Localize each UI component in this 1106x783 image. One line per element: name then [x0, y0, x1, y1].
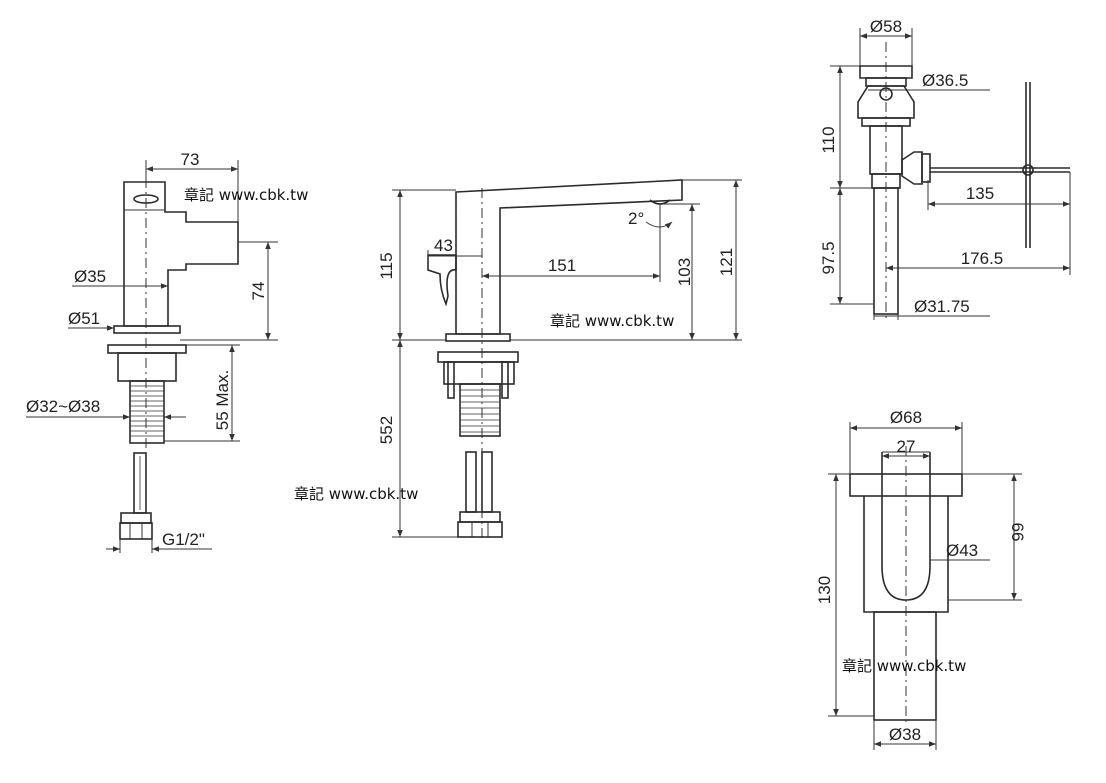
watermark: 章記 www.cbk.tw [842, 657, 966, 675]
dim-bowl-dia: Ø43 [946, 541, 978, 560]
dim-inner-width: 27 [897, 437, 916, 456]
dim-hose-length: 552 [377, 416, 396, 444]
watermark: 章記 www.cbk.tw [550, 312, 674, 330]
dim-body-dia: Ø35 [74, 267, 106, 286]
dim-total-height: 121 [717, 248, 736, 276]
drain-view: Ø58 Ø36.5 110 97.5 135 176.5 Ø31.75 [819, 17, 1071, 320]
dim-trap-height: 130 [815, 576, 834, 604]
watermark: 章記 www.cbk.tw [184, 186, 308, 204]
dim-flange-dia: Ø51 [68, 309, 100, 328]
side-view-faucet: 115 552 43 151 2° 103 121 [377, 179, 742, 540]
dim-front-height: 74 [249, 282, 268, 301]
dim-depth: 66 [1008, 523, 1027, 542]
dim-lower-height: 97.5 [819, 241, 838, 274]
dim-reach: 151 [548, 256, 576, 275]
trap-view: Ø68 27 66 Ø43 130 Ø38 [815, 408, 1027, 750]
dim-outer-dia: Ø68 [890, 408, 922, 427]
dim-cap-dia: Ø58 [870, 17, 902, 36]
dim-thread: G1/2" [162, 530, 205, 549]
dim-tail-dia: Ø31.75 [914, 297, 970, 316]
dim-deck-max: 55 Max. [213, 370, 232, 430]
dim-body-height: 115 [377, 252, 396, 279]
dim-seat-dia: Ø36.5 [922, 71, 968, 90]
dim-spout-offset: 43 [434, 236, 453, 255]
watermark: 章記 www.cbk.tw [294, 485, 418, 503]
dim-outlet-dia: Ø38 [889, 725, 921, 744]
dim-total-reach: 176.5 [961, 249, 1004, 268]
dim-lever-length: 135 [966, 184, 994, 203]
dim-front-width: 73 [181, 150, 200, 169]
dim-upper-height: 110 [819, 126, 838, 153]
dim-angle: 2° [628, 209, 644, 228]
dim-spout-height: 103 [675, 258, 694, 286]
front-view-faucet: 73 74 Ø35 Ø51 Ø32~Ø38 55 Max. G1/2" [26, 150, 278, 553]
dim-hole-dia: Ø32~Ø38 [26, 397, 100, 416]
